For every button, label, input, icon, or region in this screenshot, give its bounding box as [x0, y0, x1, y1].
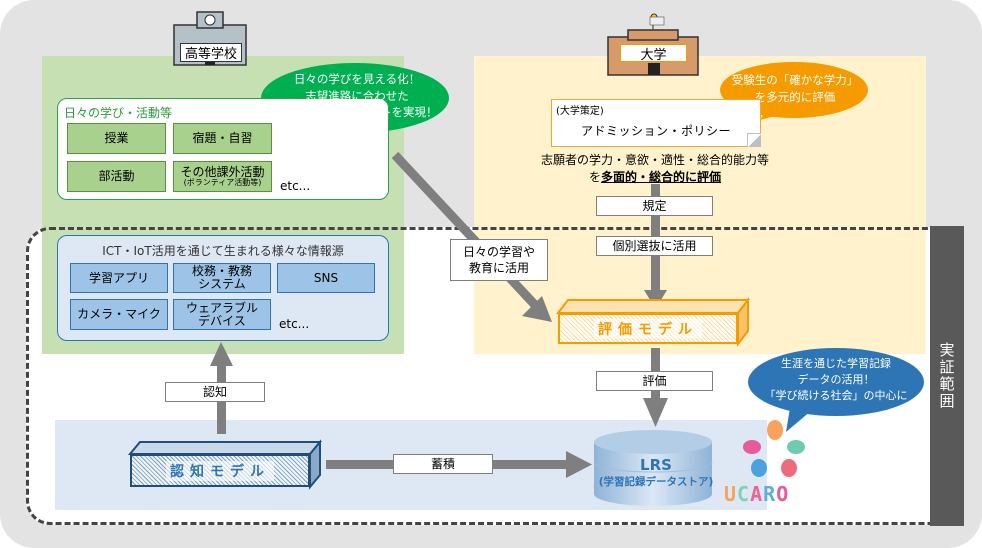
source-sns-text: SNS — [313, 270, 339, 285]
ict-etc: etc... — [279, 317, 310, 331]
blue-bubble-line: 「学び続ける社会」の中心に — [764, 388, 908, 402]
label-recognize: 認知 — [165, 382, 265, 402]
policy-title: アドミッション・ポリシー — [580, 124, 731, 138]
ict-sources-title: ICT・IoT活用を通じて生まれる様々な情報源 — [102, 244, 344, 258]
label-selection: 個別選抜に活用 — [596, 236, 713, 256]
label-daily-use: 日々の学習や 教育に活用 — [450, 239, 548, 281]
daily-learning-title: 日々の学び・活動等 — [64, 106, 173, 120]
label-evaluate-text: 評価 — [642, 373, 667, 388]
lrs-label: LRS (学習記録データストア) — [586, 456, 726, 489]
cog-model-side — [309, 439, 321, 490]
policy-description: 志願者の学力・意欲・適性・総合的能力等 を多面的・総合的に評価 — [530, 152, 780, 186]
label-evaluate: 評価 — [596, 371, 713, 391]
item-extracurricular-sub: (ボランティア活動等) — [183, 177, 262, 187]
item-class-text: 授業 — [104, 130, 129, 145]
orange-bubble-text: 受験生の「確かな学力」 を多元的に評価 — [722, 72, 868, 105]
orange-bubble-line: 受験生の「確かな学力」 — [731, 73, 859, 87]
verification-scope-label: 実証範囲 — [930, 226, 964, 526]
cognition-model: 認知モデル — [130, 454, 310, 487]
policy-desc-emphasis: 多面的・総合的に評価 — [601, 169, 722, 184]
label-daily-use-line2: 教育に活用 — [468, 261, 529, 275]
item-homework: 宿題・自習 — [173, 123, 272, 154]
blue-speech-bubble — [748, 348, 924, 432]
label-daily-use-line1: 日々の学習や — [462, 244, 535, 259]
ucaro-logo-mark — [743, 420, 805, 477]
university-label: 大学 — [620, 44, 687, 63]
lrs-subtitle: (学習記録データストア) — [598, 476, 714, 488]
item-club-text: 部活動 — [98, 168, 135, 183]
high-school-label-text: 高等学校 — [184, 47, 237, 62]
ucaro-letter: R — [763, 482, 777, 506]
label-regulate-text: 規定 — [642, 198, 667, 213]
source-school-system: 校務・教務 システム — [173, 263, 271, 293]
side-label-text: 実証範囲 — [937, 342, 956, 410]
blue-bubble-text: 生涯を通じた学習記録 データの活用！ 「学び続ける社会」の中心に — [748, 356, 924, 404]
source-camera-mic: カメラ・マイク — [70, 299, 168, 330]
green-bubble-line: 細やかな学習サポートを実現！ — [276, 105, 438, 120]
green-bubble-text: 日々の学びを見える化！ 志望進路に合わせた 細やかな学習サポートを実現！ — [262, 71, 452, 121]
cog-model-top — [127, 441, 323, 455]
daily-etc: etc... — [280, 179, 311, 193]
green-bubble-line: 志望進路に合わせた — [305, 88, 409, 103]
blue-bubble-line: データの活用！ — [797, 372, 875, 386]
eval-model-top — [555, 299, 751, 314]
policy-desc-prefix: を — [588, 169, 601, 184]
orange-bubble-line: を多元的に評価 — [754, 89, 836, 104]
ucaro-letter: A — [750, 482, 764, 506]
source-wearable: ウェアラブル デバイス — [173, 299, 271, 330]
page-fold-icon — [747, 133, 761, 147]
label-accumulate: 蓄積 — [393, 454, 493, 474]
ucaro-letter: O — [776, 482, 790, 506]
source-sns: SNS — [277, 263, 375, 293]
lrs-title: LRS — [640, 456, 672, 474]
green-bubble-line: 日々の学びを見える化！ — [293, 72, 421, 86]
admission-policy-card: (大学策定) アドミッション・ポリシー — [551, 99, 761, 147]
label-regulate: 規定 — [596, 196, 713, 216]
policy-desc-line1: 志願者の学力・意欲・適性・総合的能力等 — [540, 153, 769, 167]
lrs-cylinder — [593, 430, 713, 506]
evaluation-model-text: 評価モデル — [594, 318, 702, 339]
item-extracurricular: その他課外活動 (ボランティア活動等) — [173, 161, 272, 192]
blue-bubble-line: 生涯を通じた学習記録 — [781, 357, 891, 370]
policy-sub: (大学策定) — [556, 106, 604, 117]
source-school-system-text: 校務・教務 システム — [191, 264, 252, 291]
eval-model-side — [737, 297, 749, 347]
cognition-model-text: 認知モデル — [166, 460, 274, 481]
label-selection-text: 個別選抜に活用 — [612, 238, 697, 253]
source-learning-app-text: 学習アプリ — [88, 270, 149, 285]
high-school-label: 高等学校 — [180, 43, 242, 62]
evaluation-model: 評価モデル — [558, 313, 738, 344]
item-homework-text: 宿題・自習 — [192, 130, 253, 145]
item-class: 授業 — [67, 123, 166, 154]
label-recognize-text: 認知 — [202, 384, 227, 399]
ucaro-logo-text: UCARO — [724, 482, 789, 506]
label-accumulate-text: 蓄積 — [430, 456, 455, 471]
item-extracurricular-text: その他課外活動 — [180, 164, 265, 179]
university-label-text: 大学 — [640, 47, 667, 63]
source-wearable-text: ウェアラブル デバイス — [185, 300, 258, 328]
source-camera-mic-text: カメラ・マイク — [77, 307, 161, 322]
ucaro-letter: U — [724, 482, 738, 506]
verification-scope-border — [26, 227, 946, 525]
source-learning-app: 学習アプリ — [70, 263, 168, 293]
ucaro-letter: C — [737, 482, 751, 506]
item-club: 部活動 — [67, 161, 166, 192]
